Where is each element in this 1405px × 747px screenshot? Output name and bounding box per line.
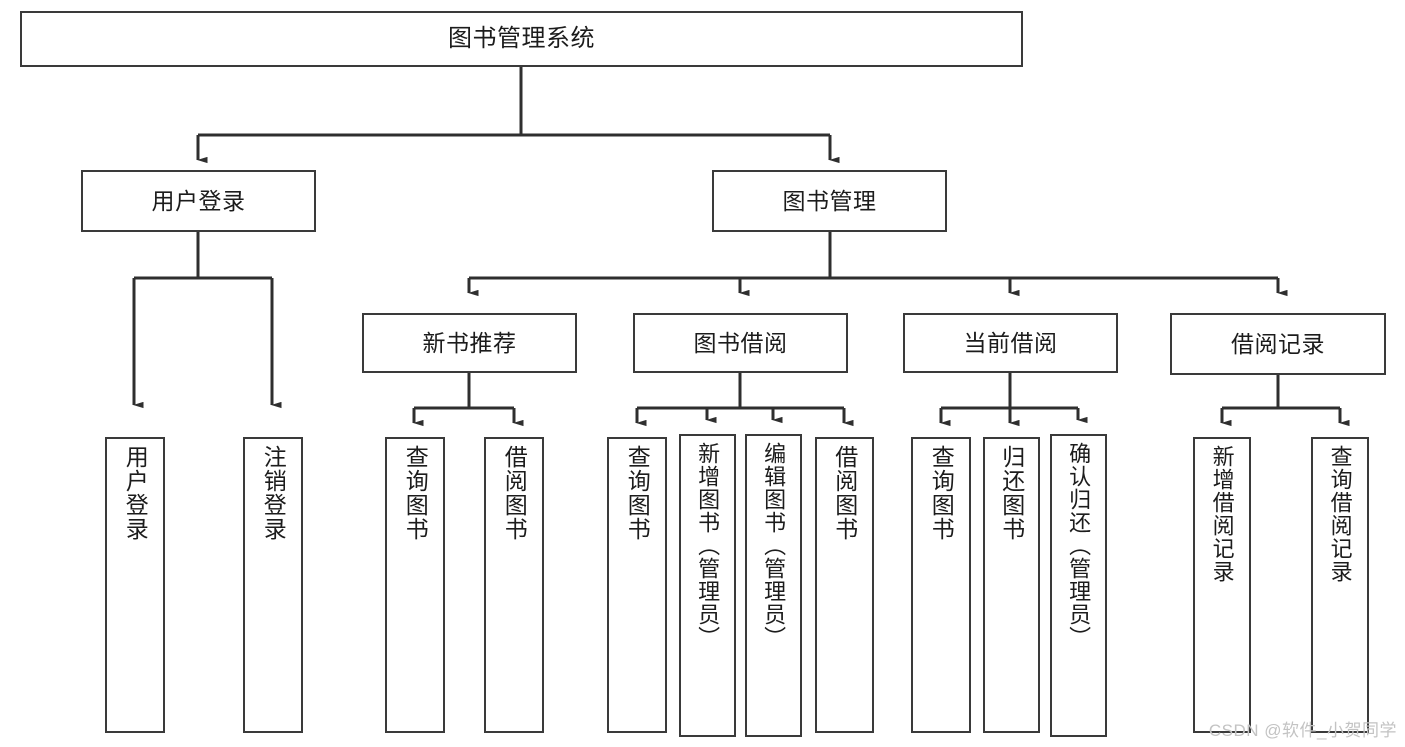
leaf-borrow-book-recommend[interactable]: 借阅图书 — [484, 437, 544, 733]
node-label: 图书管理 — [782, 187, 877, 214]
node-book-borrow[interactable]: 图书借阅 — [633, 313, 848, 373]
leaf-query-book-current[interactable]: 查询图书 — [911, 437, 971, 733]
node-current-borrow[interactable]: 当前借阅 — [903, 313, 1118, 373]
leaf-query-borrow-record[interactable]: 查询借阅记录 — [1311, 437, 1369, 733]
node-label: 归还图书 — [998, 445, 1025, 541]
node-label: 新增借阅记录 — [1209, 445, 1235, 583]
leaf-query-book-recommend[interactable]: 查询图书 — [385, 437, 445, 733]
node-root-library-system[interactable]: 图书管理系统 — [20, 11, 1023, 67]
node-label: 图书借阅 — [693, 329, 788, 356]
node-label: 查询图书 — [402, 445, 429, 541]
leaf-user-login[interactable]: 用户登录 — [105, 437, 165, 733]
node-label: 图书管理系统 — [448, 25, 595, 52]
node-label: 用户登录 — [122, 445, 149, 541]
node-label: 确认归还（管理员） — [1066, 442, 1092, 649]
node-user-login[interactable]: 用户登录 — [81, 170, 316, 232]
leaf-confirm-return-admin[interactable]: 确认归还（管理员） — [1050, 434, 1107, 737]
node-label: 新书推荐 — [422, 329, 517, 356]
node-label: 借阅图书 — [831, 445, 858, 541]
node-label: 注销登录 — [260, 445, 287, 541]
node-label: 查询图书 — [928, 445, 955, 541]
leaf-edit-book-admin[interactable]: 编辑图书（管理员） — [745, 434, 802, 737]
node-label: 借阅图书 — [501, 445, 528, 541]
node-label: 查询借阅记录 — [1327, 445, 1353, 583]
node-label: 新增图书（管理员） — [695, 442, 721, 649]
node-label: 编辑图书（管理员） — [761, 442, 787, 649]
leaf-return-book[interactable]: 归还图书 — [983, 437, 1040, 733]
leaf-borrow-book[interactable]: 借阅图书 — [815, 437, 874, 733]
node-label: 借阅记录 — [1231, 330, 1325, 357]
node-book-management[interactable]: 图书管理 — [712, 170, 947, 232]
node-label: 当前借阅 — [963, 329, 1058, 356]
leaf-query-book-borrow[interactable]: 查询图书 — [607, 437, 667, 733]
leaf-add-book-admin[interactable]: 新增图书（管理员） — [679, 434, 736, 737]
node-label: 查询图书 — [624, 445, 651, 541]
node-borrow-record[interactable]: 借阅记录 — [1170, 313, 1386, 375]
leaf-add-borrow-record[interactable]: 新增借阅记录 — [1193, 437, 1251, 733]
leaf-logout-login[interactable]: 注销登录 — [243, 437, 303, 733]
watermark-text: CSDN @软件_小贺同学 — [1208, 721, 1397, 740]
node-label: 用户登录 — [151, 187, 246, 214]
node-new-book-recommend[interactable]: 新书推荐 — [362, 313, 577, 373]
